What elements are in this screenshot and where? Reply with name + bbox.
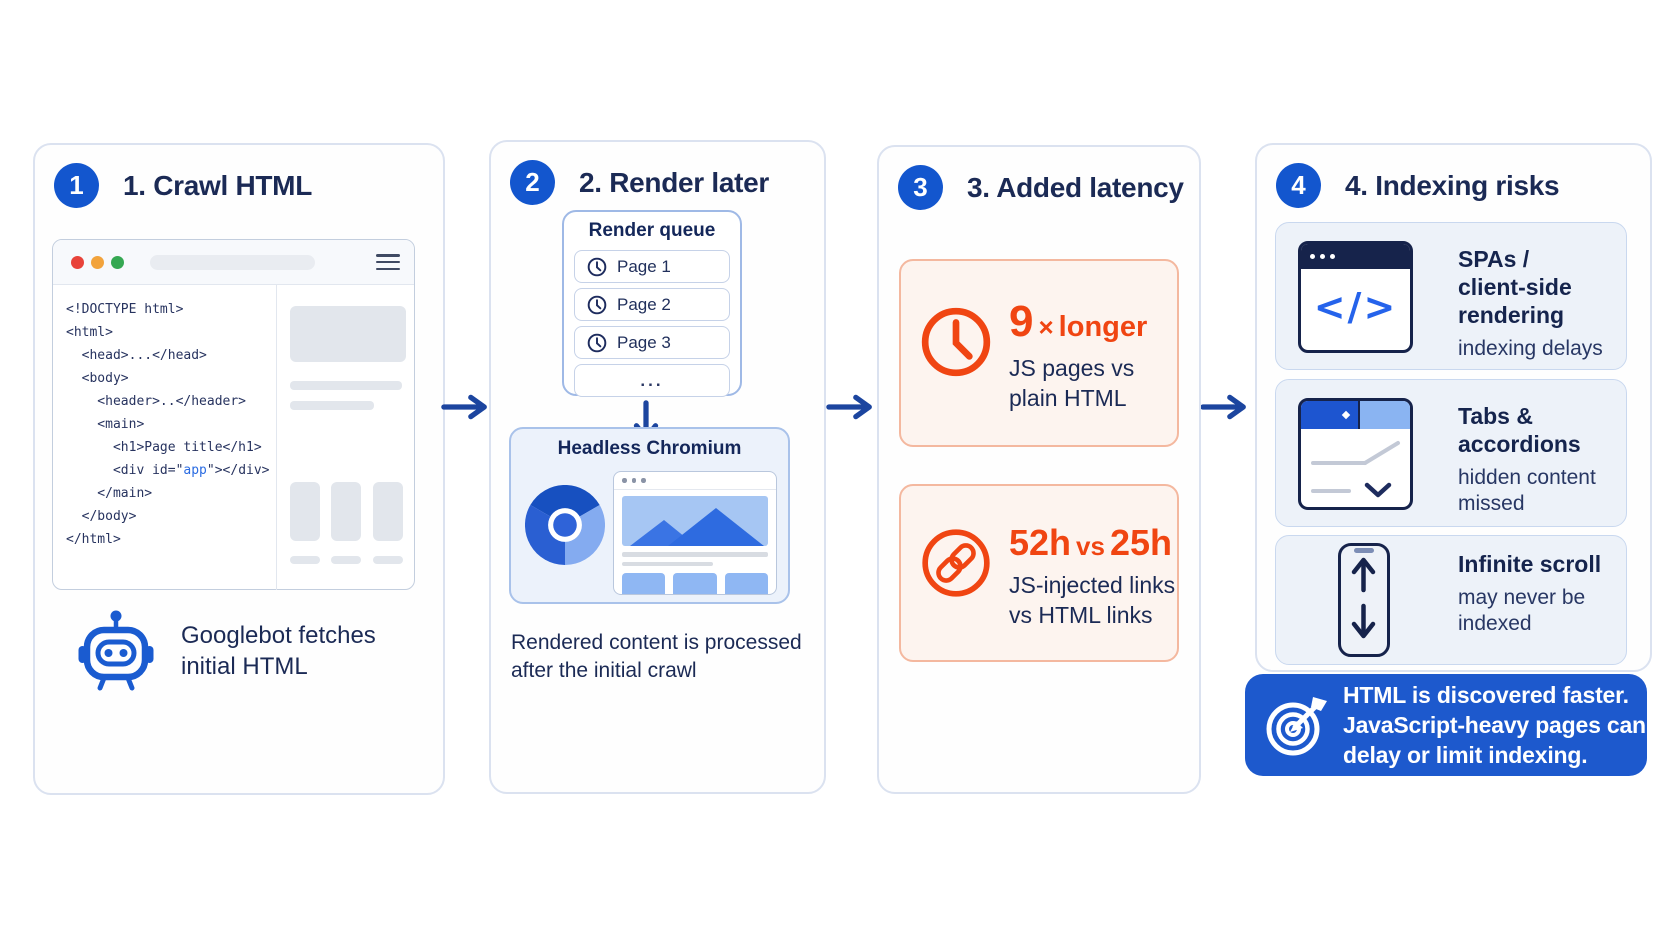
- code-line: <header>..</header>: [66, 394, 247, 409]
- code-line: </html>: [66, 532, 121, 547]
- clock-icon: [921, 307, 991, 377]
- step-badge-3: 3: [898, 165, 943, 210]
- placeholder-hero-block: [290, 306, 406, 362]
- flow-arrow-icon: [1200, 394, 1246, 420]
- placeholder-caption-line: [331, 556, 361, 564]
- step-badge-2: 2: [510, 160, 555, 205]
- panel-3-header: 3 3. Added latency: [898, 165, 1184, 210]
- code-line-app-div: <div id="app"></div>: [66, 463, 270, 478]
- latency-desc: JS pages vs plain HTML: [1009, 355, 1135, 411]
- clock-icon: [587, 257, 607, 276]
- panel-added-latency: 3 3. Added latency 9×longer JS pages vs …: [877, 145, 1201, 794]
- flow-arrow-icon: [441, 394, 487, 420]
- latency-stat: 9×longer: [1009, 297, 1148, 346]
- queue-item-page-1: Page 1: [574, 250, 730, 283]
- googlebot-robot-icon: [78, 610, 154, 691]
- html-source-code: <!DOCTYPE html> <html> <head>...</head> …: [53, 285, 277, 590]
- step-badge-1: 1: [54, 163, 99, 208]
- queue-item-page-3: Page 3: [574, 326, 730, 359]
- latency-desc: JS-injected links vs HTML links: [1009, 572, 1176, 628]
- mockup-titlebar: [614, 472, 776, 490]
- clock-icon: [587, 295, 607, 314]
- code-line: </body>: [66, 509, 137, 524]
- risk-card-tabs-accordions: Tabs & accordions hidden content missed: [1275, 379, 1627, 527]
- mockup-card: [622, 573, 666, 594]
- flow-arrow-icon: [826, 394, 872, 420]
- panel-2-header: 2 2. Render later: [510, 160, 769, 205]
- panel-1-header: 1 1. Crawl HTML: [54, 163, 312, 208]
- target-icon: [1266, 697, 1327, 756]
- chromium-logo-icon: [525, 485, 605, 565]
- step-badge-4: 4: [1276, 163, 1321, 208]
- browser-titlebar: [53, 240, 414, 285]
- browser-window: <!DOCTYPE html> <html> <head>...</head> …: [52, 239, 415, 590]
- placeholder-caption-line: [373, 556, 403, 564]
- panel-3-title: 3. Added latency: [967, 171, 1184, 203]
- risk-title: SPAs / client-side rendering: [1458, 246, 1572, 328]
- placeholder-text-line: [290, 401, 374, 410]
- risk-desc: may never be indexed: [1458, 586, 1586, 635]
- code-glyph: </>: [1313, 285, 1398, 329]
- code-line: <head>...</head>: [66, 348, 207, 363]
- render-queue-title: Render queue: [588, 220, 716, 241]
- risk-desc: indexing delays: [1458, 337, 1603, 360]
- code-line: <main>: [66, 417, 145, 432]
- placeholder-card: [373, 482, 403, 541]
- placeholder-card: [331, 482, 361, 541]
- traffic-light-red-icon: [71, 256, 84, 269]
- headless-chromium-title: Headless Chromium: [557, 438, 742, 459]
- infinite-scroll-phone-icon: [1338, 543, 1390, 657]
- code-line: </main>: [66, 486, 153, 501]
- placeholder-caption-line: [290, 556, 320, 564]
- hamburger-menu-icon: [376, 254, 400, 274]
- panel-4-title: 4. Indexing risks: [1345, 169, 1560, 201]
- queue-item-page-2: Page 2: [574, 288, 730, 321]
- panel-1-caption: Googlebot fetches initial HTML: [181, 622, 376, 680]
- clock-icon: [587, 333, 607, 352]
- panel-render-later: 2 2. Render later Render queue Page 1 Pa…: [489, 140, 826, 794]
- panel-crawl-html: 1 1. Crawl HTML <!DOCTYPE html> <html> <…: [33, 143, 445, 795]
- risk-title: Tabs & accordions: [1458, 403, 1581, 457]
- latency-card-render-time: 9×longer JS pages vs plain HTML: [899, 259, 1179, 447]
- summary-banner-text: HTML is discovered faster. JavaScript-he…: [1343, 682, 1646, 768]
- mockup-card: [673, 573, 717, 594]
- link-icon: [922, 529, 990, 597]
- code-window-icon: </>: [1298, 241, 1413, 353]
- browser-body: <!DOCTYPE html> <html> <head>...</head> …: [53, 285, 414, 590]
- placeholder-card: [290, 482, 320, 541]
- mockup-card: [724, 573, 768, 594]
- risk-card-infinite-scroll: Infinite scroll may never be indexed: [1275, 535, 1627, 665]
- risk-desc: hidden content missed: [1458, 466, 1596, 515]
- panel-4-header: 4 4. Indexing risks: [1276, 163, 1560, 208]
- headless-chromium-box: Headless Chromium: [509, 427, 790, 604]
- render-queue-box: Render queue Page 1 Page 2 Page 3 ...: [562, 210, 742, 397]
- googlebot-row: Googlebot fetches initial HTML: [77, 609, 376, 693]
- code-line: <html>: [66, 325, 113, 340]
- panel-2-caption: Rendered content is processed after the …: [511, 631, 802, 682]
- address-bar: [150, 255, 315, 270]
- code-accent-app: app: [183, 463, 207, 478]
- mockup-text-line: [622, 552, 768, 557]
- page-preview-placeholders: [277, 285, 414, 590]
- code-line: <!DOCTYPE html>: [66, 302, 184, 317]
- traffic-light-green-icon: [111, 256, 124, 269]
- panel-2-title: 2. Render later: [579, 166, 770, 198]
- panel-indexing-risks: 4 4. Indexing risks </> SPAs / client-si…: [1255, 143, 1652, 672]
- placeholder-text-line: [290, 381, 402, 390]
- risk-card-spa: </> SPAs / client-side rendering indexin…: [1275, 222, 1627, 370]
- traffic-light-amber-icon: [91, 256, 104, 269]
- risk-title: Infinite scroll: [1458, 551, 1602, 577]
- summary-banner: HTML is discovered faster. JavaScript-he…: [1245, 674, 1647, 776]
- panel-1-title: 1. Crawl HTML: [123, 169, 313, 201]
- tabs-accordion-icon: [1298, 398, 1413, 510]
- queue-item-more: ...: [574, 364, 730, 397]
- code-line: <h1>Page title</h1>: [66, 440, 262, 455]
- mockup-text-line: [622, 561, 713, 566]
- mockup-hero-image: [622, 496, 768, 546]
- rendered-page-mockup: [613, 471, 777, 595]
- code-line: <body>: [66, 371, 129, 386]
